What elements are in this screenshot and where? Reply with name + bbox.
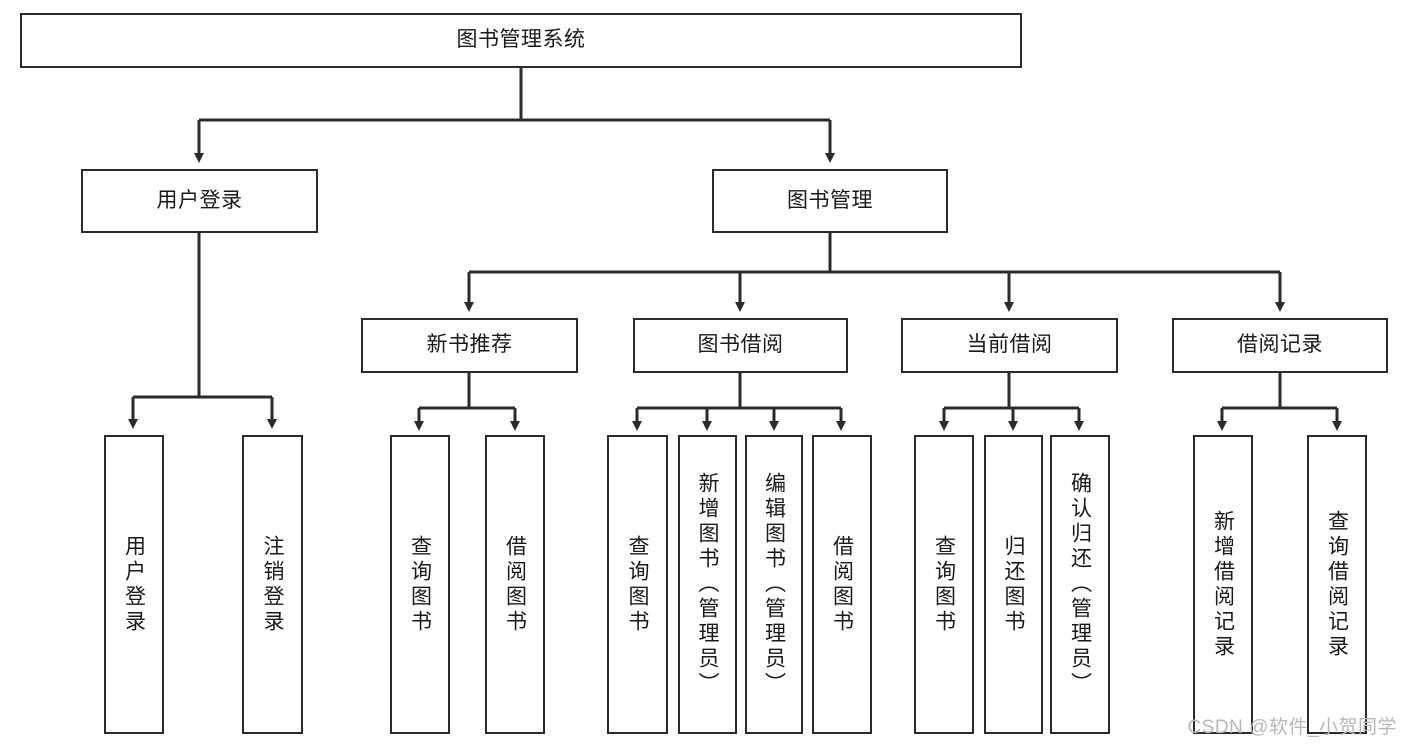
node-leaf-query-book-borrow-label: 查询图书 <box>626 534 649 635</box>
node-user-login-label: 用户登录 <box>156 188 243 212</box>
node-leaf-user-logout[interactable]: 注销登录 <box>242 435 303 734</box>
node-leaf-query-book-cur-label: 查询图书 <box>932 534 956 635</box>
node-current-borrow-label: 当前借阅 <box>966 333 1053 357</box>
node-leaf-add-book-admin[interactable]: 新增图书（管理员） <box>678 435 737 734</box>
node-leaf-add-borrow-record-label: 新增借阅记录 <box>1211 509 1235 660</box>
node-leaf-return-book[interactable]: 归还图书 <box>984 435 1043 734</box>
node-root[interactable]: 图书管理系统 <box>20 13 1022 68</box>
node-book-manage-label: 图书管理 <box>787 188 873 212</box>
node-leaf-borrow-book-label: 借阅图书 <box>830 534 854 635</box>
node-leaf-user-login[interactable]: 用户登录 <box>104 435 164 734</box>
node-leaf-query-book-rec[interactable]: 查询图书 <box>390 435 450 734</box>
node-leaf-confirm-return-admin[interactable]: 确认归还（管理员） <box>1050 435 1110 734</box>
node-leaf-query-borrow-record[interactable]: 查询借阅记录 <box>1307 435 1367 734</box>
node-leaf-query-book-cur[interactable]: 查询图书 <box>914 435 974 734</box>
node-new-book-recommend-label: 新书推荐 <box>426 333 513 357</box>
node-leaf-add-book-admin-label: 新增图书（管理员） <box>696 472 719 697</box>
node-leaf-user-login-label: 用户登录 <box>122 534 146 635</box>
node-leaf-query-borrow-record-label: 查询借阅记录 <box>1325 509 1349 660</box>
node-leaf-query-book-borrow[interactable]: 查询图书 <box>607 435 668 734</box>
node-root-label: 图书管理系统 <box>456 28 586 52</box>
node-leaf-query-book-rec-label: 查询图书 <box>408 534 432 635</box>
node-leaf-borrow-book-rec[interactable]: 借阅图书 <box>485 435 545 734</box>
node-borrow-record-label: 借阅记录 <box>1237 333 1323 357</box>
node-leaf-borrow-book[interactable]: 借阅图书 <box>812 435 872 734</box>
node-leaf-return-book-label: 归还图书 <box>1002 534 1025 635</box>
node-book-borrow[interactable]: 图书借阅 <box>633 318 848 373</box>
node-user-login[interactable]: 用户登录 <box>81 169 318 233</box>
node-leaf-add-borrow-record[interactable]: 新增借阅记录 <box>1193 435 1253 734</box>
node-leaf-borrow-book-rec-label: 借阅图书 <box>503 534 527 635</box>
node-leaf-confirm-return-admin-label: 确认归还（管理员） <box>1068 472 1092 697</box>
node-leaf-edit-book-admin-label: 编辑图书（管理员） <box>762 472 786 697</box>
node-leaf-edit-book-admin[interactable]: 编辑图书（管理员） <box>745 435 803 734</box>
node-book-manage[interactable]: 图书管理 <box>712 169 948 233</box>
node-leaf-user-logout-label: 注销登录 <box>261 534 284 635</box>
node-new-book-recommend[interactable]: 新书推荐 <box>361 318 578 373</box>
node-book-borrow-label: 图书借阅 <box>697 333 784 357</box>
node-borrow-record[interactable]: 借阅记录 <box>1172 318 1388 373</box>
node-current-borrow[interactable]: 当前借阅 <box>901 318 1118 373</box>
